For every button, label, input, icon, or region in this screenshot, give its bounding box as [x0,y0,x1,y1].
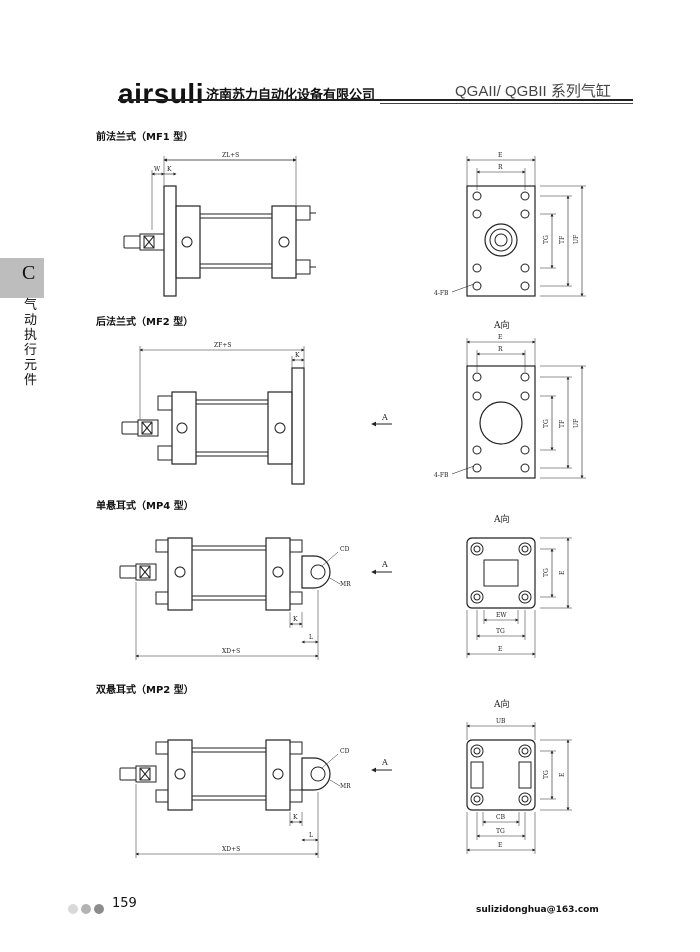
section-title-mf1: 前法兰式（MF1 型） [96,132,194,143]
footer-dots [68,899,107,918]
footer-dot [94,904,104,914]
dim-label: E [498,152,502,159]
dim-label: CD [340,546,350,553]
dim-label: TG [543,235,550,244]
footer-dot [68,904,78,914]
dim-label: TF [559,420,566,428]
mf1-side-view [123,156,316,297]
view-label: A向 [493,513,510,525]
mf2-end-view [451,338,586,479]
chapter-label: 气动执行元件 [24,298,38,388]
mp2-side-view [119,739,392,858]
footer-dot [81,904,91,914]
dim-label: MR [340,783,351,790]
header-rule-secondary [380,103,633,104]
dim-label: TG [496,828,505,835]
dim-label: TF [559,236,566,244]
dim-label: XD+S [222,648,240,655]
dim-label: W [154,166,161,173]
dim-label: E [498,646,502,653]
dim-label: L [309,634,313,641]
mp4-side-view [119,537,392,660]
dim-label: TG [543,568,550,577]
dim-label: ZL+S [222,152,239,159]
dim-label: R [498,346,503,353]
section-title-mf2: 后法兰式（MF2 型） [96,317,194,328]
chapter-letter: C [22,262,36,284]
dim-label: CD [340,748,350,755]
dim-label: UB [496,718,506,725]
mp4-end-view [466,537,572,658]
dim-label: XD+S [222,846,240,853]
dim-label: MR [340,581,351,588]
mf1-end-view [451,156,586,297]
dim-label: E [498,842,502,849]
dim-label: K [167,166,172,173]
dim-label: UF [573,235,580,244]
dim-label: ZF+S [214,342,231,349]
dim-label: K [295,352,300,359]
dim-label: 4-FB [434,472,449,479]
dim-label: L [309,832,313,839]
dim-label: R [498,164,503,171]
section-title-mp4: 单悬耳式（MP4 型） [96,501,194,512]
dim-label: EW [496,612,507,619]
header-rule [118,99,633,101]
dim-label: K [293,616,298,623]
dim-label: 4-FB [434,290,449,297]
dim-label: TG [496,628,505,635]
dim-label: CB [496,814,506,821]
section-title-mp2: 双悬耳式（MP2 型） [96,685,194,696]
dim-label: UF [573,419,580,428]
series-title: QGAII/ QGBII 系列气缸 [455,83,611,100]
page-number: 159 [112,896,137,911]
mp2-end-view [466,722,572,854]
view-arrow-label: A [381,413,388,422]
dim-label: E [559,773,566,777]
view-label: A向 [493,319,510,331]
brand-logo: airsuli [118,78,204,109]
dim-label: TG [543,770,550,779]
dim-label: K [293,814,298,821]
view-arrow-label: A [381,560,388,569]
view-arrow-label: A [381,758,388,767]
mf2-side-view [121,346,392,485]
dim-label: TG [543,419,550,428]
view-label: A向 [493,698,510,710]
dim-label: E [559,571,566,575]
chapter-tab [0,258,44,298]
dim-label: E [498,334,502,341]
contact-email: sulizidonghua@163.com [476,905,599,915]
